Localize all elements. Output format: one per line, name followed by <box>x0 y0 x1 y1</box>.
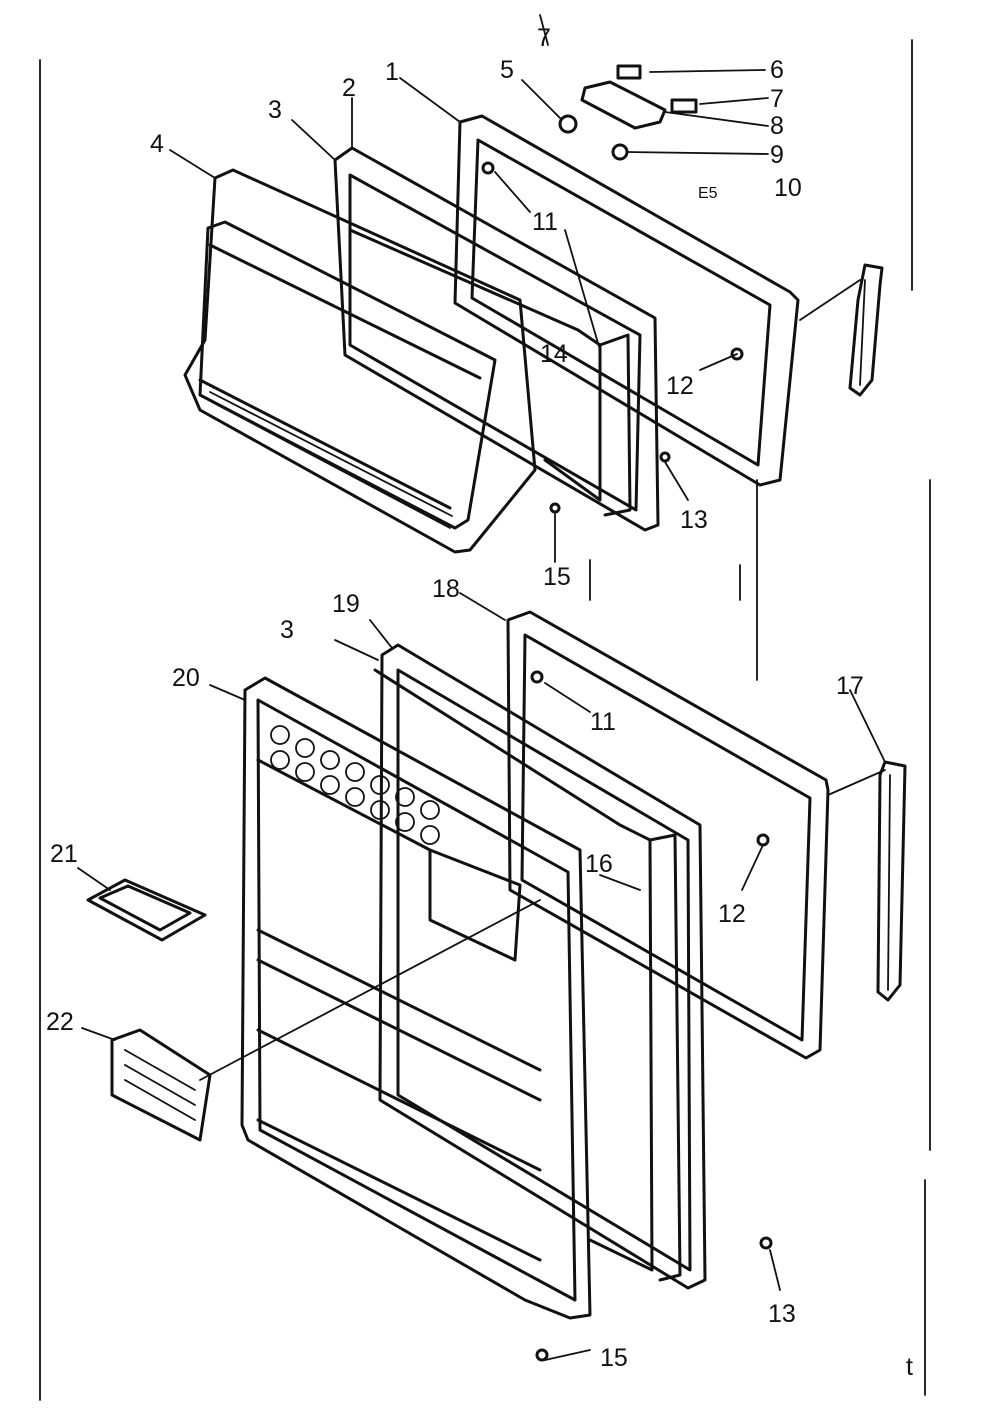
callout-3-bottom: 3 <box>280 616 294 644</box>
callout-21: 21 <box>50 840 78 868</box>
fresh-food-breaker-strip <box>373 668 682 1282</box>
butter-compartment-housing <box>110 1028 212 1142</box>
callout-22: 22 <box>46 1008 74 1036</box>
freezer-inner-liner <box>183 168 537 554</box>
callout-10: 10 <box>774 174 802 202</box>
callout-17: 17 <box>836 672 864 700</box>
callout-11-top: 11 <box>532 208 558 236</box>
callout-16: 16 <box>585 850 613 878</box>
callout-1: 1 <box>385 58 399 86</box>
bottom-mark: t <box>906 1353 913 1381</box>
title-mark-7: 7 <box>537 24 551 52</box>
callout-6: 6 <box>770 56 784 84</box>
callout-labels: 7 E5 1 2 3 4 5 6 7 8 9 10 11 12 13 14 15… <box>46 24 913 1381</box>
freezer-breaker-strip <box>348 228 632 517</box>
callout-15-top: 15 <box>543 563 571 591</box>
callout-8: 8 <box>770 112 784 140</box>
callout-11-bottom: 11 <box>590 708 616 736</box>
callout-14: 14 <box>540 340 568 368</box>
fresh-food-door-handle <box>876 760 907 1002</box>
freezer-outer-door-panel <box>453 114 800 487</box>
callout-3: 3 <box>268 96 282 124</box>
callout-13-top: 13 <box>680 506 708 534</box>
leader-lines <box>77 69 886 1361</box>
callout-5: 5 <box>500 56 514 84</box>
note-code: E5 <box>698 185 718 202</box>
callout-2: 2 <box>342 74 356 102</box>
callout-12-bottom: 12 <box>718 900 746 928</box>
fresh-food-door-gasket <box>378 643 707 1290</box>
margin-lines <box>39 14 931 1401</box>
fresh-food-inner-liner <box>240 676 592 1320</box>
callout-12-top: 12 <box>666 372 694 400</box>
callout-4: 4 <box>150 130 164 158</box>
freezer-door-handle <box>848 263 884 397</box>
callout-19: 19 <box>332 590 360 618</box>
top-hinge-bracket <box>481 64 744 514</box>
callout-9: 9 <box>770 141 784 169</box>
callout-15-bottom: 15 <box>600 1344 628 1372</box>
callout-20: 20 <box>172 664 200 692</box>
callout-7: 7 <box>770 85 784 113</box>
callout-18: 18 <box>432 575 460 603</box>
fresh-food-outer-door-panel <box>506 610 830 1060</box>
egg-tray-holes <box>270 725 440 845</box>
butter-compartment-door <box>86 878 207 942</box>
callout-13-bottom: 13 <box>768 1300 796 1328</box>
